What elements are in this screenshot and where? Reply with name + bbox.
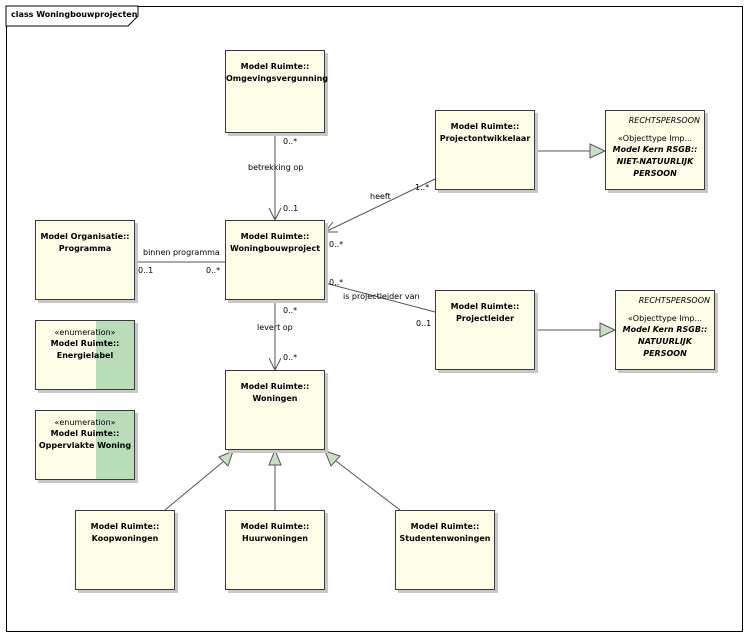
external-stereotype: «Objecttype Imp... bbox=[617, 134, 693, 143]
class-woningen[interactable]: Model Ruimte:: Woningen bbox=[225, 370, 325, 450]
enum-color-strip bbox=[96, 411, 134, 479]
class-package: Model Ruimte:: bbox=[450, 302, 520, 311]
generalization-student-arrow bbox=[324, 450, 341, 467]
assoc-binnen-name: binnen programma bbox=[143, 248, 220, 257]
class-package: Model Organisatie:: bbox=[40, 232, 130, 241]
external-name-cont: PERSOON bbox=[633, 169, 677, 178]
class-name: Huurwoningen bbox=[242, 534, 308, 543]
assoc-projectleider-name: is projectleider van bbox=[343, 292, 420, 301]
generalization-student-line[interactable] bbox=[335, 460, 401, 511]
assoc-heeft-mult-target: 0..* bbox=[329, 240, 344, 249]
class-programma[interactable]: Model Organisatie:: Programma bbox=[35, 220, 135, 300]
assoc-projectleider-line[interactable] bbox=[324, 282, 436, 313]
generalization-projectleider-arrow bbox=[599, 322, 617, 338]
enum-energielabel[interactable]: «enumeration» Model Ruimte:: Energielabe… bbox=[35, 320, 135, 390]
class-koopwoningen[interactable]: Model Ruimte:: Koopwoningen bbox=[75, 510, 175, 590]
assoc-betrekking-mult-target: 0..1 bbox=[283, 204, 299, 213]
assoc-levert-mult-source: 0..* bbox=[283, 306, 298, 315]
class-name: Studentenwoningen bbox=[399, 534, 491, 543]
assoc-betrekking-name: betrekking op bbox=[248, 163, 304, 172]
assoc-projectleider-mult-source: 0..* bbox=[329, 278, 344, 287]
external-header: RECHTSPERSOON bbox=[628, 116, 700, 125]
assoc-projectleider-mult-target: 0..1 bbox=[416, 319, 432, 328]
class-projectleider[interactable]: Model Ruimte:: Projectleider bbox=[435, 290, 535, 370]
assoc-heeft-arrow bbox=[323, 221, 338, 233]
external-package: Model Kern RSGB:: bbox=[612, 145, 698, 154]
enum-oppervlakte-woning[interactable]: «enumeration» Model Ruimte:: Oppervlakte… bbox=[35, 410, 135, 480]
generalization-koop-line[interactable] bbox=[164, 460, 225, 511]
enum-name: Energielabel bbox=[56, 351, 114, 360]
generalization-huur-arrow bbox=[268, 448, 282, 466]
class-name: Woningen bbox=[252, 394, 298, 403]
assoc-levert-name: levert op bbox=[257, 323, 293, 332]
generalization-ontwikkelaar-arrow bbox=[589, 143, 607, 159]
class-woningbouwproject[interactable]: Model Ruimte:: Woningbouwproject bbox=[225, 220, 325, 300]
external-header: RECHTSPERSOON bbox=[638, 296, 710, 305]
external-package: Model Kern RSGB:: bbox=[622, 325, 708, 334]
assoc-heeft-mult-source: 1..* bbox=[415, 183, 430, 192]
enum-package: Model Ruimte:: bbox=[50, 339, 120, 348]
external-name: NIET-NATUURLIJK bbox=[616, 157, 694, 166]
class-package: Model Ruimte:: bbox=[240, 522, 310, 531]
class-name: Projectleider bbox=[455, 314, 515, 323]
assoc-binnen-mult-target: 0..* bbox=[206, 266, 221, 275]
assoc-heeft-name: heeft bbox=[370, 192, 391, 201]
enum-stereotype: «enumeration» bbox=[54, 418, 116, 427]
class-name: Omgevingsvergunning bbox=[226, 74, 328, 83]
class-projectontwikkelaar[interactable]: Model Ruimte:: Projectontwikkelaar bbox=[435, 110, 535, 190]
assoc-heeft-line[interactable] bbox=[324, 178, 436, 233]
frame-tab bbox=[5, 5, 139, 27]
class-huurwoningen[interactable]: Model Ruimte:: Huurwoningen bbox=[225, 510, 325, 590]
external-name-cont: PERSOON bbox=[643, 349, 687, 358]
enum-package: Model Ruimte:: bbox=[50, 429, 120, 438]
class-name: Programma bbox=[58, 244, 112, 253]
class-package: Model Ruimte:: bbox=[240, 382, 310, 391]
class-omgevingsvergunning[interactable]: Model Ruimte:: Omgevingsvergunning bbox=[225, 50, 328, 133]
class-name: Woningbouwproject bbox=[229, 244, 321, 253]
class-name: Koopwoningen bbox=[91, 534, 159, 543]
assoc-betrekking-mult-source: 0..* bbox=[283, 137, 298, 146]
class-package: Model Ruimte:: bbox=[240, 62, 310, 71]
external-name: NATUURLIJK bbox=[638, 337, 692, 346]
assoc-levert-mult-target: 0..* bbox=[283, 353, 298, 362]
enum-color-strip bbox=[96, 321, 134, 389]
assoc-binnen-mult-source: 0..1 bbox=[138, 266, 154, 275]
class-package: Model Ruimte:: bbox=[240, 232, 310, 241]
enum-stereotype: «enumeration» bbox=[54, 328, 116, 337]
class-package: Model Ruimte:: bbox=[90, 522, 160, 531]
generalization-koop-arrow bbox=[218, 450, 234, 467]
diagram-title: class Woningbouwprojecten bbox=[11, 10, 138, 19]
class-rechtspersoon-niet-natuurlijk[interactable]: RECHTSPERSOON «Objecttype Imp... Model K… bbox=[605, 110, 705, 190]
class-studentenwoningen[interactable]: Model Ruimte:: Studentenwoningen bbox=[395, 510, 495, 590]
external-stereotype: «Objecttype Imp... bbox=[627, 314, 703, 323]
class-rechtspersoon-natuurlijk[interactable]: RECHTSPERSOON «Objecttype Imp... Model K… bbox=[615, 290, 715, 370]
class-package: Model Ruimte:: bbox=[450, 122, 520, 131]
class-name: Projectontwikkelaar bbox=[439, 134, 531, 143]
enum-name: Oppervlakte Woning bbox=[38, 441, 132, 450]
class-package: Model Ruimte:: bbox=[410, 522, 480, 531]
